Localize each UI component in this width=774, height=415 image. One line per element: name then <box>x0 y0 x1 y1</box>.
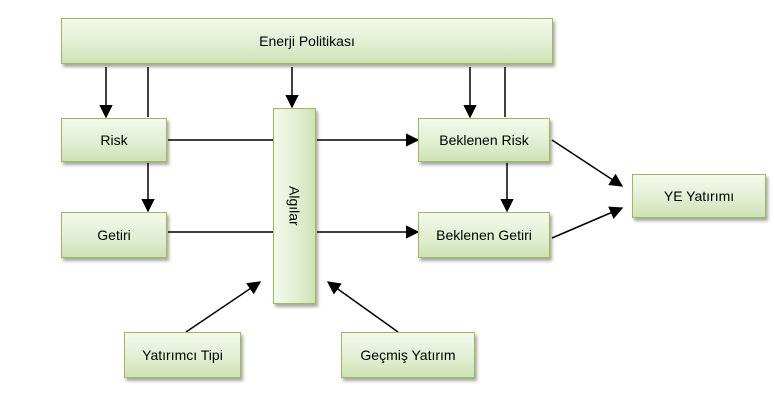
arrow-expected-return-to-re-investment <box>551 206 624 239</box>
expected-risk-label: Beklenen Risk <box>439 132 529 148</box>
investor-type-label: Yatırımcı Tipi <box>142 347 223 363</box>
energy-policy-label: Enerji Politikası <box>259 33 355 49</box>
arrow-past-investment-to-perceptions <box>326 281 399 333</box>
past-investment-box: Geçmiş Yatırım <box>341 332 475 378</box>
re-investment-label: YE Yatırımı <box>663 188 735 204</box>
return-label: Getiri <box>97 227 131 243</box>
expected-risk-box: Beklenen Risk <box>418 118 550 162</box>
arrow-investor-type-to-perceptions <box>185 281 262 333</box>
expected-return-box: Beklenen Getiri <box>418 212 550 258</box>
risk-box: Risk <box>61 118 167 162</box>
risk-label: Risk <box>100 132 128 148</box>
expected-return-label: Beklenen Getiri <box>436 227 532 243</box>
past-investment-label: Geçmiş Yatırım <box>360 347 456 363</box>
return-box: Getiri <box>61 212 167 258</box>
perceptions-label: Algılar <box>286 186 303 226</box>
arrow-expected-risk-to-re-investment <box>551 139 624 187</box>
perceptions-box: Algılar <box>273 108 316 304</box>
re-investment-box: YE Yatırımı <box>632 174 766 218</box>
energy-policy-box: Enerji Politikası <box>61 18 553 64</box>
investor-type-box: Yatırımcı Tipi <box>124 332 241 378</box>
